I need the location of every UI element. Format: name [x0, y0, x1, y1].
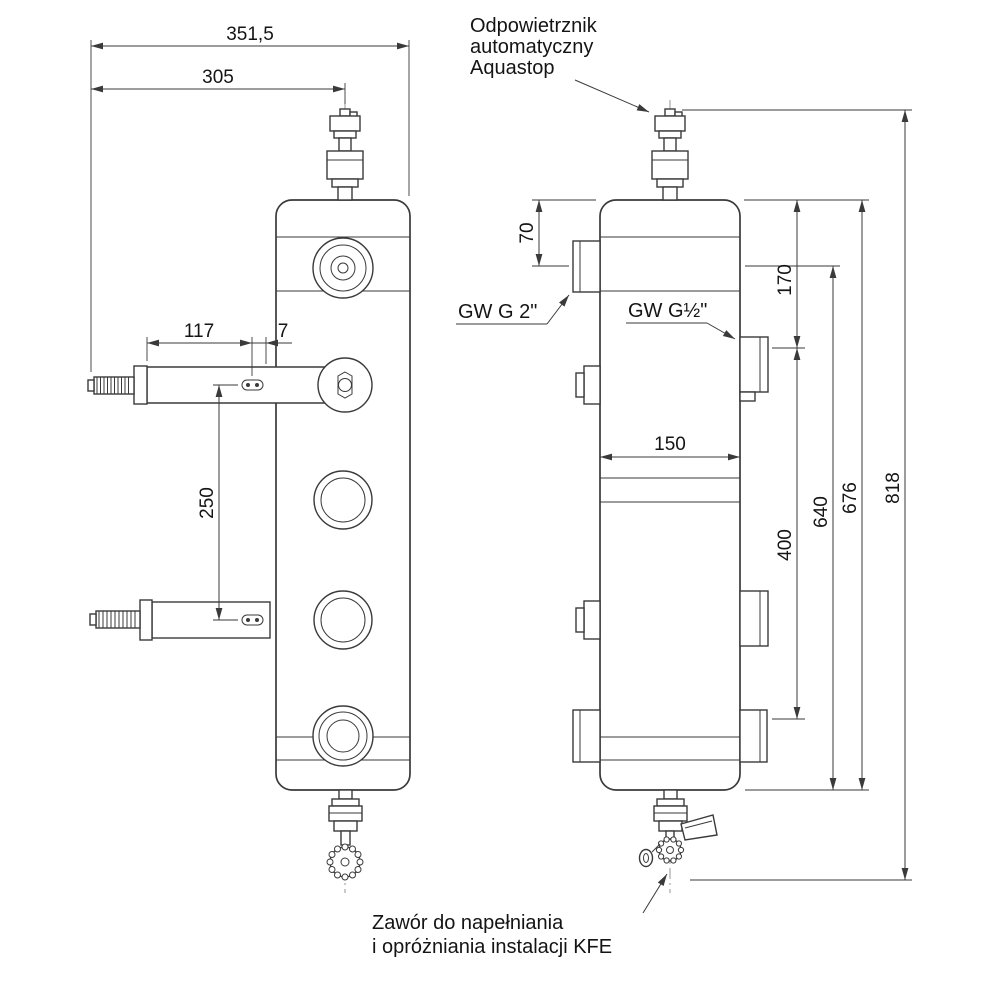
kfe-label-line1: Zawór do napełniania — [372, 912, 564, 934]
port-circle-bottom — [312, 705, 374, 767]
annotations: Odpowietrznik automatyczny Aquastop GW G… — [372, 15, 736, 958]
air-vent-label-line1: Odpowietrznik — [470, 15, 598, 37]
side-port-stub-lower-right — [739, 590, 769, 647]
air-vent-label-line3: Aquastop — [470, 57, 555, 79]
dim-117: 117 — [184, 321, 214, 342]
front-view — [87, 100, 411, 893]
side-view — [572, 100, 769, 893]
dimensions: 351,5 305 117 7 250 70 170 400 640 676 8… — [90, 24, 912, 881]
gw-g-half-label: GW G½" — [628, 300, 707, 322]
drain-valve-front — [326, 789, 364, 881]
port-circle-top — [312, 237, 374, 299]
dim-305: 305 — [202, 67, 234, 88]
dim-170: 170 — [775, 264, 796, 296]
side-port-stub-bottom-left — [572, 709, 601, 763]
side-port-stub-upper-right — [739, 336, 769, 402]
dim-150: 150 — [654, 434, 686, 455]
dim-640: 640 — [811, 496, 832, 528]
side-port-stub-bottom-right — [739, 709, 768, 763]
drain-valve-side — [638, 789, 718, 868]
dim-400: 400 — [775, 529, 796, 561]
sensor-bracket-upper — [87, 357, 373, 413]
air-vent-label-line2: automatyczny — [470, 36, 593, 58]
dim-818: 818 — [883, 472, 904, 504]
side-sensor-pocket-lower — [575, 600, 601, 640]
air-vent-side — [651, 108, 689, 201]
dim-70: 70 — [517, 222, 538, 243]
dim-676: 676 — [840, 482, 861, 514]
gw-g2-label: GW G 2" — [458, 301, 537, 323]
dim-250: 250 — [197, 487, 218, 519]
side-vessel-body — [599, 199, 741, 791]
port-circle-mid2 — [313, 590, 373, 650]
dim-7: 7 — [278, 321, 289, 342]
side-sensor-pocket-upper — [575, 365, 601, 405]
kfe-label-line2: i opróżniania instalacji KFE — [372, 936, 612, 958]
dim-overall-width: 351,5 — [226, 24, 274, 45]
air-vent-front — [326, 108, 364, 201]
sensor-bracket-lower — [89, 599, 271, 641]
side-port-stub-top-left — [572, 240, 601, 293]
port-circle-mid1 — [313, 470, 373, 530]
